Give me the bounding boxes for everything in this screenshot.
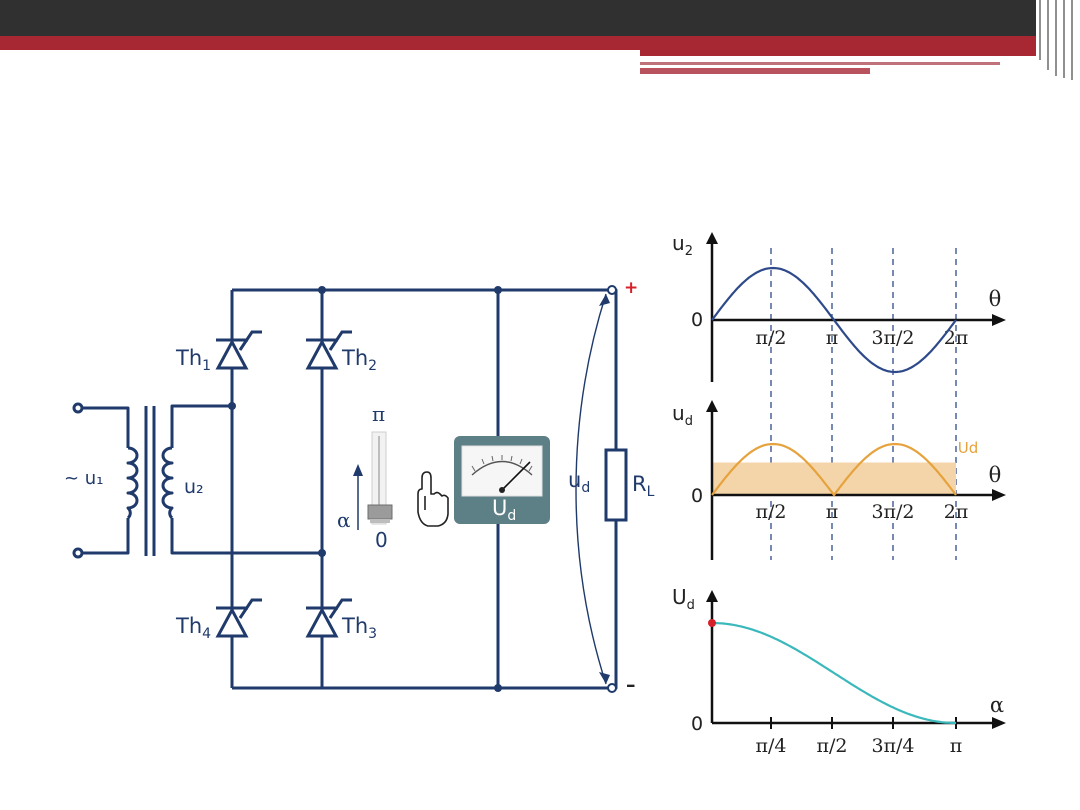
ud-chart-tick-2: 3π/2 bbox=[871, 501, 914, 523]
thyristor-th3 bbox=[305, 598, 352, 638]
Ud-chart-tick-1: π/2 bbox=[817, 735, 848, 757]
ud-chart-tick-1: π bbox=[826, 501, 839, 523]
output-voltage-label: ud bbox=[568, 468, 591, 497]
plus-sign: + bbox=[624, 278, 639, 298]
slide-accent-band bbox=[0, 36, 640, 50]
slide-accent-band-right bbox=[640, 36, 1060, 56]
thyristor-th4 bbox=[215, 598, 262, 638]
source-voltage-label: ~ u₁ bbox=[64, 468, 104, 489]
slider-max-label: π bbox=[372, 402, 386, 426]
ud-mean-band bbox=[712, 462, 956, 495]
Ud-chart-tick-0: π/4 bbox=[756, 735, 787, 757]
ud-chart-y-arrow bbox=[706, 400, 718, 412]
ud-chart-tick-0: π/2 bbox=[756, 501, 787, 523]
meter-label: Ud bbox=[492, 496, 517, 525]
meter-needle bbox=[501, 461, 531, 491]
Ud-chart-ylabel: Ud bbox=[672, 585, 695, 613]
slide-corner-decoration bbox=[1036, 0, 1080, 80]
junction-dots bbox=[228, 286, 502, 692]
u2-chart-origin: 0 bbox=[691, 309, 703, 331]
u2-chart-ylabel: u2 bbox=[672, 231, 693, 259]
primary-coil bbox=[126, 446, 139, 520]
secondary-coil bbox=[161, 446, 174, 520]
Ud-chart-tick-2: 3π/4 bbox=[871, 735, 914, 757]
Ud-chart-xlabel: α bbox=[990, 693, 1004, 717]
slide-accent-line bbox=[640, 62, 1000, 65]
load-leg bbox=[612, 288, 618, 450]
u2-chart-tick-3: 2π bbox=[944, 327, 969, 349]
firing-angle-slider[interactable] bbox=[367, 431, 393, 525]
voltmeter bbox=[454, 436, 550, 524]
ud-chart-xlabel: θ bbox=[989, 463, 1002, 487]
u2-sine-curve bbox=[711, 266, 957, 374]
slide-top-bar bbox=[0, 0, 1080, 36]
Ud-chart-tick-3: π bbox=[950, 735, 963, 757]
minus-sign: – bbox=[626, 674, 636, 696]
u2-chart-tick-2: 3π/2 bbox=[871, 327, 914, 349]
ud-chart-origin: 0 bbox=[691, 485, 703, 507]
transformer-core bbox=[144, 406, 156, 556]
Ud-chart-y-arrow bbox=[706, 590, 718, 602]
u2-chart-x-arrow bbox=[992, 314, 1006, 326]
th3-label: Th3 bbox=[342, 614, 378, 643]
Ud-chart-x-arrow bbox=[992, 717, 1006, 729]
load-label: RL bbox=[632, 472, 655, 501]
slider-min-label: 0 bbox=[375, 528, 388, 552]
ud-chart-ylabel: ud bbox=[672, 401, 693, 429]
th1-label: Th1 bbox=[176, 346, 212, 375]
ud-voltage-arrow bbox=[575, 293, 607, 685]
thyristor-th2 bbox=[305, 330, 352, 370]
secondary-voltage-label: u₂ bbox=[184, 476, 204, 498]
u2-chart-xlabel: θ bbox=[989, 287, 1002, 311]
ud-band-label: Ud bbox=[958, 439, 979, 457]
primary-terminals bbox=[72, 402, 130, 559]
u2-chart-tick-1: π bbox=[826, 327, 839, 349]
ud-rectified-curve bbox=[711, 442, 957, 497]
Ud-current-operating-point bbox=[708, 619, 716, 627]
th2-label: Th2 bbox=[342, 346, 378, 375]
ud-chart-x-arrow bbox=[992, 489, 1006, 501]
Ud-control-curve bbox=[712, 621, 956, 725]
terminal-minus bbox=[607, 683, 617, 693]
load-resistor bbox=[604, 448, 628, 522]
u2-chart-tick-0: π/2 bbox=[756, 327, 787, 349]
th4-label: Th4 bbox=[176, 614, 212, 643]
Ud-chart-origin: 0 bbox=[691, 713, 703, 735]
alpha-label: α bbox=[337, 508, 351, 532]
hand-pointer-icon bbox=[417, 471, 449, 527]
slider-handle[interactable] bbox=[367, 504, 393, 520]
terminal-plus bbox=[607, 285, 617, 295]
u2-chart-y-arrow bbox=[706, 232, 718, 244]
slide-accent-line-2 bbox=[640, 68, 870, 74]
thyristor-th1 bbox=[215, 330, 262, 370]
ud-chart-tick-3: 2π bbox=[944, 501, 969, 523]
